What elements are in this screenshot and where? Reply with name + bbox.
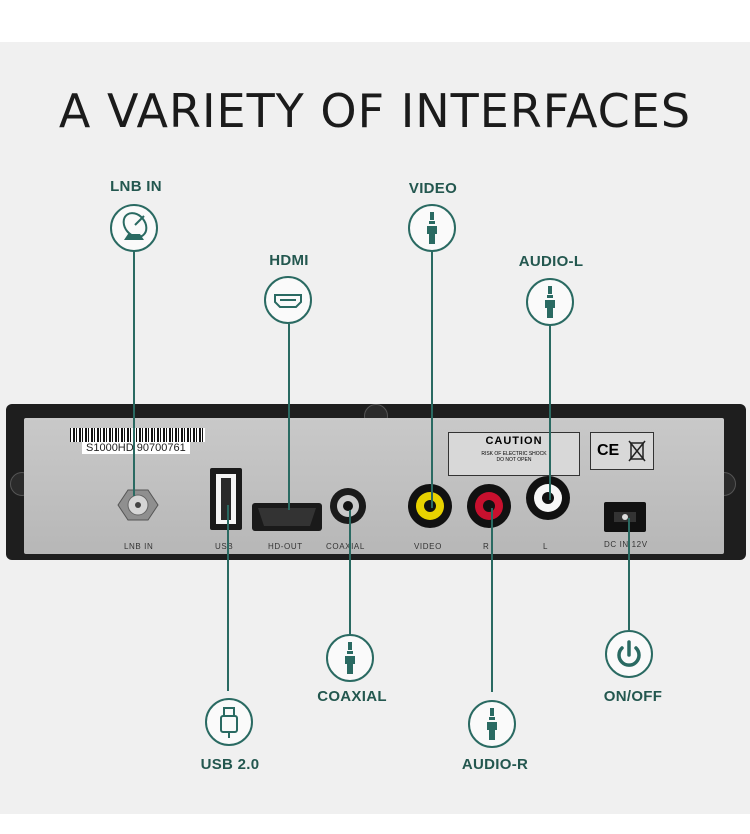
ce-mark: CE xyxy=(590,432,654,470)
lnb-port[interactable] xyxy=(117,489,159,521)
line-hdmi xyxy=(288,324,290,510)
caution-title: CAUTION xyxy=(485,435,543,447)
line-coaxial xyxy=(349,510,351,634)
caution-line-2: DO NOT OPEN xyxy=(496,457,532,463)
video-port[interactable] xyxy=(408,484,452,528)
audio-jack-icon xyxy=(427,212,437,244)
callout-audio-r xyxy=(468,700,516,748)
line-video xyxy=(431,250,433,508)
usb-port[interactable] xyxy=(210,468,242,530)
line-lnb xyxy=(133,250,135,496)
line-audio-r xyxy=(491,508,493,692)
callout-label-coaxial: COAXIAL xyxy=(317,688,387,705)
callout-label-on-off: ON/OFF xyxy=(603,688,663,705)
port-label-r: R xyxy=(483,542,490,551)
hdmi-port[interactable] xyxy=(252,503,322,531)
line-on-off xyxy=(628,518,630,630)
caution-line-1: RISK OF ELECTRIC SHOCK xyxy=(481,451,547,457)
usb-icon xyxy=(220,707,238,738)
audio-l-port[interactable] xyxy=(526,476,570,520)
callout-label-audio-l: AUDIO-L xyxy=(518,253,584,270)
port-label-coaxial: COAXIAL xyxy=(326,542,365,551)
audio-r-port[interactable] xyxy=(467,484,511,528)
line-usb xyxy=(227,505,229,691)
hdmi-port-icon xyxy=(274,294,302,308)
caution-text: RISK OF ELECTRIC SHOCK DO NOT OPEN xyxy=(449,451,579,463)
port-label-hdmi: HD-OUT xyxy=(268,542,303,551)
callout-label-audio-r: AUDIO-R xyxy=(461,756,529,773)
ce-text: CE xyxy=(597,442,620,459)
line-audio-l xyxy=(549,324,551,500)
port-label-video: VIDEO xyxy=(414,542,442,551)
barcode xyxy=(70,428,205,442)
port-label-lnb: LNB IN xyxy=(124,542,154,551)
caution-label: CAUTION RISK OF ELECTRIC SHOCK DO NOT OP… xyxy=(448,432,580,476)
audio-jack-icon xyxy=(487,708,497,740)
callout-usb xyxy=(205,698,253,746)
callout-audio-l xyxy=(526,278,574,326)
callout-label-video: VIDEO xyxy=(408,180,458,197)
dc-in-port[interactable] xyxy=(604,502,646,532)
callout-label-hdmi: HDMI xyxy=(269,252,309,269)
power-icon xyxy=(617,640,641,667)
callout-label-usb: USB 2.0 xyxy=(200,756,260,773)
page-title: A VARIETY OF INTERFACES xyxy=(58,84,692,138)
satellite-dish-icon xyxy=(122,212,148,240)
callout-on-off xyxy=(605,630,653,678)
serial-number: S1000HD 90700761 xyxy=(82,442,190,454)
callout-coaxial xyxy=(326,634,374,682)
callout-lnb-in xyxy=(110,204,158,252)
callout-video xyxy=(408,204,456,252)
callout-label-lnb-in: LNB IN xyxy=(110,178,162,195)
audio-jack-icon xyxy=(545,286,555,318)
weee-bin-icon xyxy=(628,440,646,462)
callout-hdmi xyxy=(264,276,312,324)
coaxial-port[interactable] xyxy=(330,488,366,524)
port-label-dc: DC IN 12V xyxy=(604,540,648,549)
port-label-l: L xyxy=(543,542,549,551)
audio-jack-icon xyxy=(345,642,355,674)
port-label-usb: USB xyxy=(215,542,234,551)
